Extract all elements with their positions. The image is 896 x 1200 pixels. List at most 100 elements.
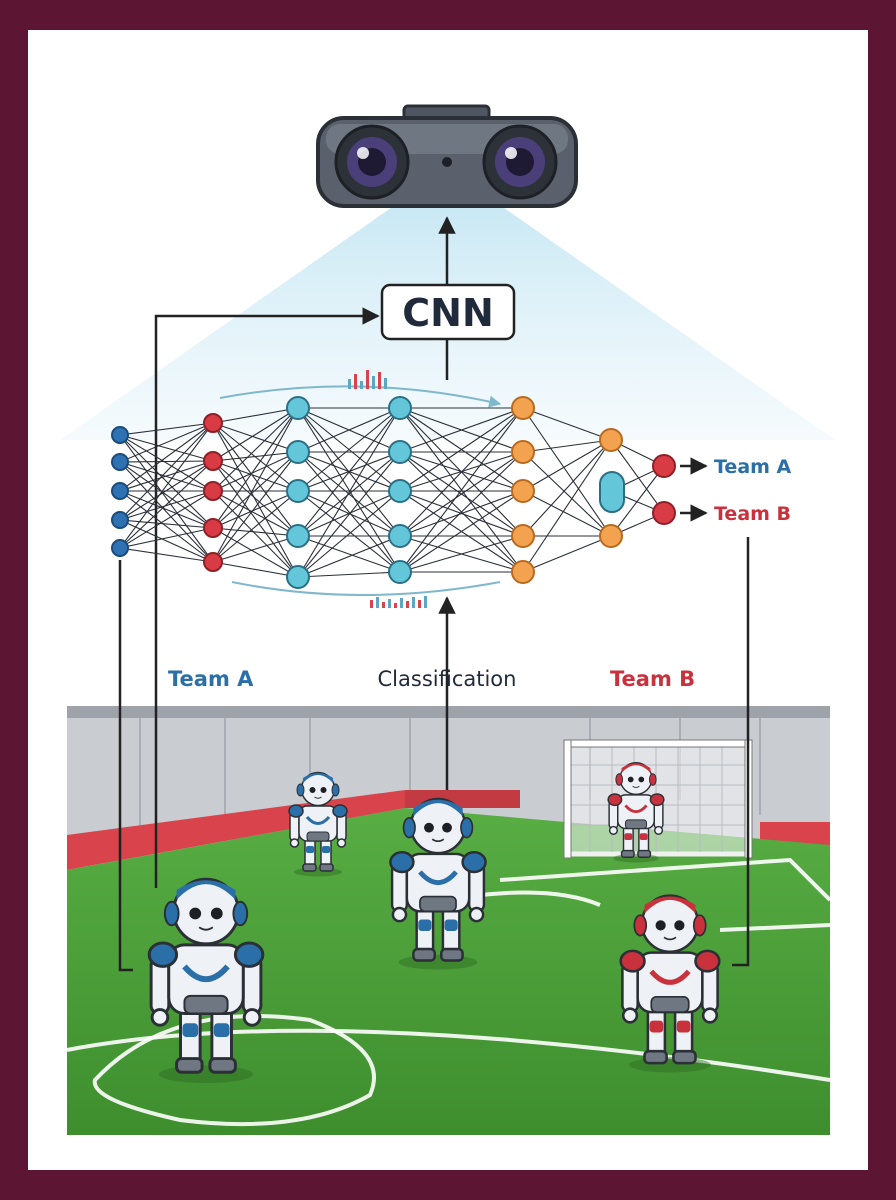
network-edge	[212, 422, 299, 537]
team-a-label: Team A	[168, 667, 254, 691]
network-edge	[522, 439, 612, 453]
network-edge	[119, 434, 214, 492]
network-node-layer-2	[203, 481, 223, 501]
output-label-team-a: Team A	[714, 456, 792, 478]
network-edge	[212, 460, 299, 492]
network-node-layer-7	[652, 454, 676, 478]
network-edge	[297, 535, 401, 578]
network-edge	[119, 461, 214, 563]
network-node-layer-4	[388, 560, 412, 584]
network-edge	[297, 407, 401, 453]
network-edge	[399, 451, 524, 537]
network-node-layer-2	[203, 451, 223, 471]
network-node-layer-4	[388, 479, 412, 503]
soccer-field-scene	[66, 706, 832, 1135]
network-edge	[119, 547, 214, 563]
network-edge	[212, 407, 299, 424]
network-node-layer-5	[511, 479, 535, 503]
network-edge	[119, 527, 214, 549]
network-node-layer-2	[203, 413, 223, 433]
network-edge	[522, 439, 612, 573]
network-edge	[119, 490, 214, 549]
network-node-layer-1	[111, 482, 129, 500]
flow-arrow-bottom	[231, 581, 501, 596]
network-edge	[212, 535, 299, 563]
network-node-layer-5	[511, 440, 535, 464]
network-edge	[119, 422, 214, 436]
network-edge	[119, 461, 214, 529]
network-node-layer-1	[111, 426, 129, 444]
network-edge	[119, 460, 214, 549]
network-edge	[297, 490, 401, 578]
network-edge	[119, 422, 214, 549]
network-edge	[212, 422, 299, 453]
cnn-box	[380, 283, 516, 341]
network-edge	[297, 451, 401, 578]
network-node-layer-2	[203, 518, 223, 538]
network-edge	[119, 434, 214, 563]
team-b-label: Team B	[610, 667, 695, 691]
network-edge	[297, 571, 401, 578]
network-node-layer-2	[203, 552, 223, 572]
classification-label: Classification	[378, 667, 517, 691]
network-edge	[522, 439, 612, 537]
network-edge	[212, 451, 299, 563]
network-edge	[212, 451, 299, 529]
network-edge	[399, 535, 524, 573]
network-node-layer-3	[286, 440, 310, 464]
network-node-layer-1	[111, 539, 129, 557]
output-label-team-b: Team B	[714, 503, 791, 525]
network-node-layer-3	[286, 524, 310, 548]
network-node-layer-3	[286, 396, 310, 420]
network-edge	[297, 407, 401, 573]
network-edge	[297, 490, 401, 573]
network-node-layer-4	[388, 396, 412, 420]
network-edge	[522, 407, 612, 537]
network-edge	[119, 519, 214, 529]
network-edge	[119, 422, 214, 463]
network-connections	[119, 407, 665, 578]
network-edge	[212, 422, 299, 578]
network-node-layer-5	[511, 396, 535, 420]
network-edge	[399, 407, 524, 453]
network-edge	[212, 490, 299, 563]
camera-icon	[316, 104, 578, 208]
team-a-robot-to-input-line	[118, 560, 133, 972]
network-edge	[399, 490, 524, 573]
network-node-layer-5	[511, 524, 535, 548]
network-edge	[399, 407, 524, 492]
neural-network	[111, 396, 676, 589]
network-node-layer-4	[388, 524, 412, 548]
network-edge	[522, 439, 612, 492]
network-edge	[610, 465, 665, 537]
connector-arrows	[118, 216, 750, 972]
network-node-layer-1	[111, 511, 129, 529]
team-a-robot-icon	[389, 797, 487, 970]
network-edge	[399, 407, 524, 573]
network-bottleneck-node	[599, 471, 625, 513]
network-edge	[522, 490, 612, 537]
team-a-robot-icon	[147, 877, 265, 1084]
network-edge	[212, 490, 299, 537]
network-node-layer-6	[599, 428, 623, 452]
team-a-robot-icon	[288, 771, 348, 877]
network-edge	[522, 535, 612, 573]
network-node-layer-6	[599, 524, 623, 548]
network-edge	[212, 407, 299, 563]
network-edge	[212, 561, 299, 578]
network-edge	[119, 490, 214, 521]
team-b-robot-to-output-line	[732, 537, 750, 967]
network-edge	[297, 451, 401, 573]
network-node-layer-5	[511, 560, 535, 584]
network-edge	[212, 460, 299, 578]
network-edge	[297, 407, 401, 492]
network-edge	[297, 451, 401, 537]
network-node-layer-7	[652, 501, 676, 525]
network-edge	[212, 451, 299, 492]
team-b-robot-icon	[607, 761, 665, 863]
network-edge	[212, 527, 299, 537]
network-edge	[119, 422, 214, 492]
network-edge	[119, 460, 214, 521]
network-node-layer-1	[111, 453, 129, 471]
